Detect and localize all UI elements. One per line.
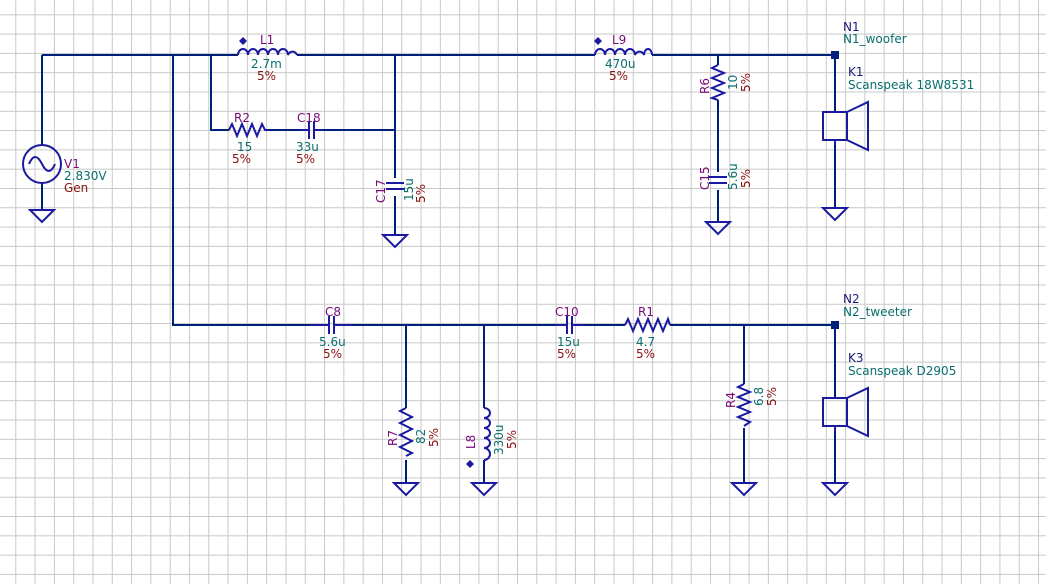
- l1-value-label: 2.7m: [251, 57, 282, 71]
- r7-tol-label: 5%: [427, 428, 441, 447]
- r1-ref-label: R1: [638, 305, 654, 319]
- v1-ref-label: V1: [64, 157, 80, 171]
- c10-ref-label: C10: [555, 305, 579, 319]
- polarity-dot-icon: [466, 460, 474, 468]
- r7-value-label: 82: [414, 429, 428, 444]
- r6-tol-label: 5%: [739, 73, 753, 92]
- capacitor-c15[interactable]: [709, 176, 727, 184]
- k1-ref-label: K1: [848, 65, 864, 79]
- r7-ref-label: R7: [386, 430, 400, 446]
- r1-tol-label: 5%: [636, 347, 655, 361]
- resistor-r7[interactable]: [397, 407, 415, 457]
- ground-icon: [469, 482, 499, 497]
- resistor-r6[interactable]: [709, 64, 727, 101]
- c10-value-label: 15u: [557, 335, 580, 349]
- n2-net-label: N2_tweeter: [843, 305, 912, 319]
- k3-ref-label: K3: [848, 351, 864, 365]
- ground-icon: [703, 221, 733, 236]
- node-n1-marker[interactable]: [831, 51, 839, 59]
- resistor-r4[interactable]: [735, 383, 753, 427]
- n2-ref-label: N2: [843, 292, 860, 306]
- c18-value-label: 33u: [296, 140, 319, 154]
- resistor-r2[interactable]: [228, 121, 268, 139]
- l1-tol-label: 5%: [257, 69, 276, 83]
- l1-ref-label: L1: [260, 33, 274, 47]
- n1-net-label: N1_woofer: [843, 32, 907, 46]
- capacitor-c18[interactable]: [300, 121, 323, 139]
- c18-tol-label: 5%: [296, 152, 315, 166]
- ground-icon: [729, 482, 759, 497]
- ground-icon: [820, 207, 850, 222]
- polarity-dot-icon: [594, 37, 602, 45]
- l8-ref-label: L8: [464, 435, 478, 449]
- c17-value-label: 15u: [402, 178, 416, 201]
- inductor-l8[interactable]: [466, 407, 491, 468]
- capacitor-c8[interactable]: [310, 316, 353, 334]
- ground-icon: [820, 482, 850, 497]
- c15-tol-label: 5%: [739, 169, 753, 188]
- polarity-dot-icon: [239, 37, 247, 45]
- r2-ref-label: R2: [234, 111, 250, 125]
- c8-value-label: 5.6u: [319, 335, 346, 349]
- c8-tol-label: 5%: [323, 347, 342, 361]
- c18-ref-label: C18: [297, 111, 321, 125]
- r4-tol-label: 5%: [765, 387, 779, 406]
- voltage-source-v1[interactable]: [22, 144, 62, 184]
- c17-ref-label: C17: [374, 179, 388, 203]
- wires: [41, 54, 836, 483]
- k1-name-label: Scanspeak 18W8531: [848, 78, 974, 92]
- ground-icon: [27, 209, 57, 224]
- inductor-l1[interactable]: [237, 37, 298, 56]
- c8-ref-label: C8: [325, 305, 341, 319]
- node-n2-marker[interactable]: [831, 321, 839, 329]
- l9-tol-label: 5%: [609, 69, 628, 83]
- ground-icon: [380, 234, 410, 249]
- l8-value-label: 330u: [492, 424, 506, 455]
- c17-tol-label: 5%: [414, 184, 428, 203]
- inductor-l9[interactable]: [594, 37, 653, 56]
- r4-value-label: 6.8: [752, 387, 766, 406]
- resistor-r1[interactable]: [624, 316, 671, 334]
- v1-value-label: 2.830V: [64, 169, 107, 183]
- capacitor-c17[interactable]: [386, 182, 404, 190]
- r2-tol-label: 5%: [232, 152, 251, 166]
- n1-ref-label: N1: [843, 20, 860, 34]
- k3-name-label: Scanspeak D2905: [848, 364, 956, 378]
- l9-value-label: 470u: [605, 57, 636, 71]
- r6-value-label: 10: [726, 75, 740, 90]
- ground-icons: [27, 207, 850, 497]
- r2-value-label: 15: [237, 140, 252, 154]
- capacitor-c10[interactable]: [555, 316, 585, 334]
- speaker-k3[interactable]: [822, 386, 869, 438]
- r6-ref-label: R6: [698, 78, 712, 94]
- c15-ref-label: C15: [698, 166, 712, 190]
- ground-icon: [391, 482, 421, 497]
- r1-value-label: 4.7: [636, 335, 655, 349]
- v1-name-label: Gen: [64, 181, 88, 195]
- speaker-k1[interactable]: [822, 100, 869, 152]
- l8-tol-label: 5%: [505, 430, 519, 449]
- c10-tol-label: 5%: [557, 347, 576, 361]
- r4-ref-label: R4: [724, 392, 738, 408]
- c15-value-label: 5.6u: [726, 163, 740, 190]
- l9-ref-label: L9: [612, 33, 626, 47]
